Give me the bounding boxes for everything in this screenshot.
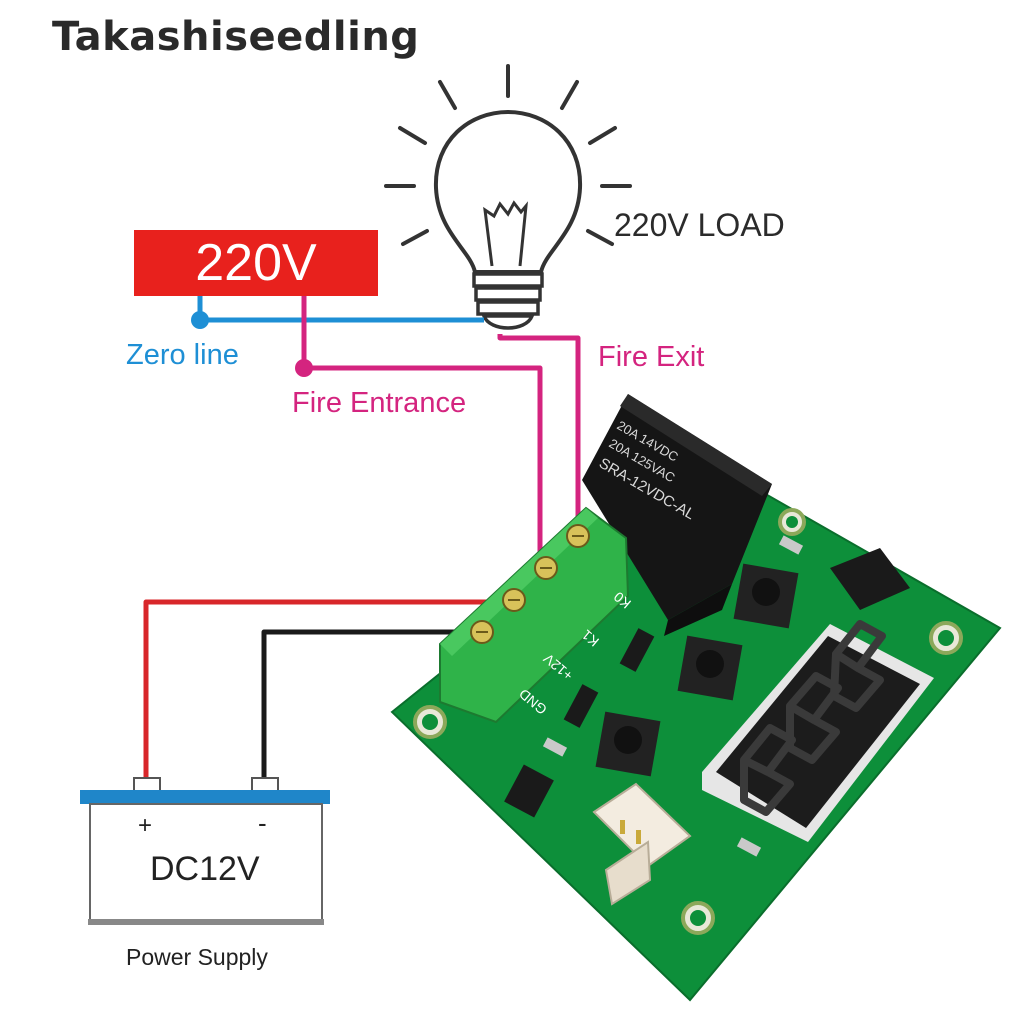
display-digits — [740, 620, 886, 816]
load-label: 220V LOAD — [614, 207, 785, 243]
zero-line-label: Zero line — [126, 339, 239, 371]
seven-segment-display — [702, 620, 934, 842]
light-bulb-icon — [384, 64, 632, 330]
tactile-button — [595, 563, 799, 777]
zero-line-wire — [197, 296, 484, 323]
fire-entrance-wire — [301, 296, 543, 560]
zero-line-junction — [191, 311, 209, 329]
fire-entrance-label: Fire Entrance — [292, 387, 467, 419]
dc-negative-wire — [261, 629, 482, 786]
fire-entrance-junction — [295, 359, 313, 377]
fire-exit-label: Fire Exit — [598, 341, 705, 373]
power-voltage-label: DC12V — [150, 850, 260, 888]
relay-component: 20A 14VDC 20A 125VAC SRA-12VDC-AL — [582, 394, 772, 636]
mounting-hole — [413, 508, 963, 935]
mains-voltage-label: 220V — [134, 230, 378, 296]
sensor-connector — [592, 782, 692, 906]
power-supply-box — [80, 777, 330, 925]
power-supply-caption: Power Supply — [126, 944, 268, 970]
fire-exit-wire — [497, 334, 581, 532]
brand-watermark: Takashiseedling — [52, 14, 420, 60]
dc-positive-wire — [143, 599, 512, 786]
ic-chip — [830, 548, 910, 610]
terminal-block — [439, 506, 630, 724]
power-plus-label: + — [138, 812, 153, 839]
power-minus-label: - — [258, 808, 267, 838]
thermostat-board: 20A 14VDC 20A 125VAC SRA-12VDC-AL — [390, 394, 1002, 1002]
